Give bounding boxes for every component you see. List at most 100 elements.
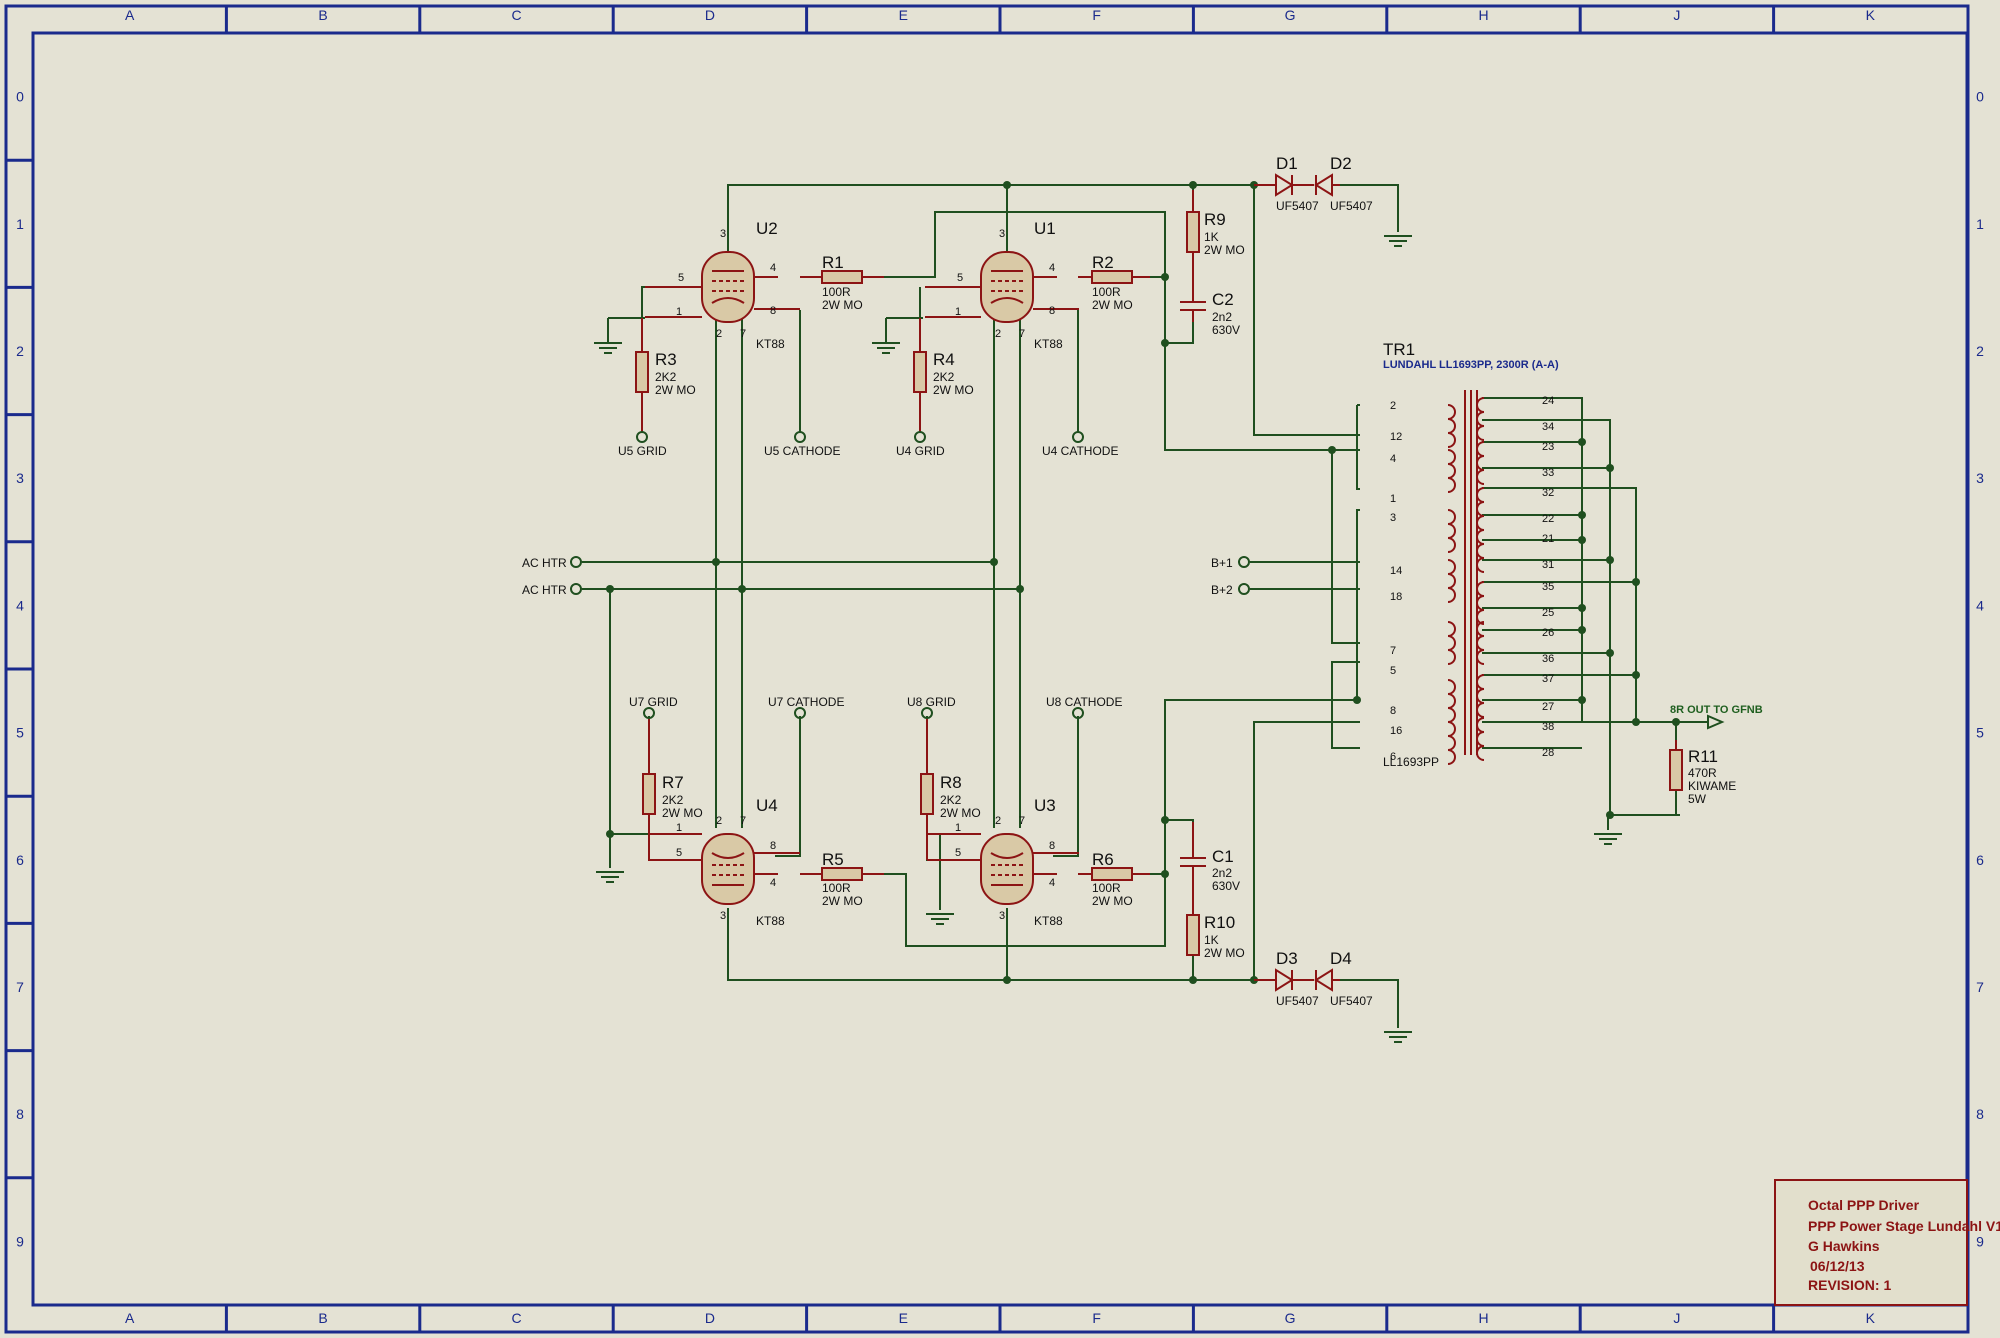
svg-text:B+1: B+1 bbox=[1211, 556, 1233, 570]
svg-text:1K: 1K bbox=[1204, 933, 1219, 947]
terminal-u4-cathode[interactable]: U4 CATHODE bbox=[1042, 431, 1118, 458]
transformer-pin-label: 6 bbox=[1390, 751, 1396, 763]
terminal-u5-cathode[interactable]: U5 CATHODE bbox=[764, 431, 840, 458]
resistor-r3[interactable]: R3 2K2 2W MO bbox=[635, 318, 696, 432]
zone-row-label: 7 bbox=[16, 979, 24, 995]
tube-u2-type: KT88 bbox=[756, 337, 785, 351]
svg-text:KIWAME: KIWAME bbox=[1688, 779, 1736, 793]
zone-column-label: D bbox=[705, 7, 715, 23]
svg-text:2: 2 bbox=[995, 328, 1001, 340]
tube-u2[interactable]: 5 4 8 1 3 2 7 bbox=[645, 228, 800, 340]
terminal-u8-cathode[interactable]: U8 CATHODE bbox=[1046, 695, 1122, 719]
zone-column-label: K bbox=[1866, 1310, 1876, 1326]
terminal-b-plus-1[interactable]: B+1 bbox=[1211, 556, 1250, 570]
svg-text:R1: R1 bbox=[822, 253, 844, 272]
terminal-ac-htr-2[interactable]: AC HTR bbox=[522, 583, 582, 597]
resistor-r5[interactable]: R5 100R 2W MO bbox=[800, 850, 884, 908]
diode-d2[interactable]: D2 UF5407 bbox=[1314, 154, 1373, 213]
svg-text:2K2: 2K2 bbox=[662, 793, 684, 807]
resistor-r10[interactable]: R10 1K 2W MO bbox=[1186, 900, 1245, 960]
transformer-pin-label: 35 bbox=[1542, 581, 1554, 593]
tube-u1[interactable]: 5 4 8 1 3 2 7 bbox=[925, 228, 1079, 340]
svg-text:B+2: B+2 bbox=[1211, 583, 1233, 597]
svg-text:2: 2 bbox=[995, 815, 1001, 827]
svg-text:5W: 5W bbox=[1688, 792, 1707, 806]
transformer-pin-label: 36 bbox=[1542, 653, 1554, 665]
resistor-r11[interactable]: R11 470R KIWAME 5W bbox=[1669, 740, 1736, 806]
title-revision: REVISION: 1 bbox=[1808, 1277, 1891, 1293]
terminal-u7-cathode[interactable]: U7 CATHODE bbox=[768, 695, 844, 719]
svg-text:2W MO: 2W MO bbox=[933, 383, 974, 397]
resistor-r4[interactable]: R4 2K2 2W MO bbox=[913, 318, 974, 432]
svg-text:UF5407: UF5407 bbox=[1276, 199, 1319, 213]
svg-text:R4: R4 bbox=[933, 350, 955, 369]
zone-column-label: A bbox=[125, 7, 135, 23]
zone-column-label: F bbox=[1092, 1310, 1101, 1326]
capacitor-c2[interactable]: C2 2n2 630V bbox=[1180, 252, 1240, 337]
transformer-pin-label: 2 bbox=[1390, 400, 1396, 412]
transformer-pin-label: 7 bbox=[1390, 645, 1396, 657]
zone-row-label: 6 bbox=[16, 852, 24, 868]
zone-row-label: 5 bbox=[1976, 725, 1984, 741]
terminal-b-plus-2[interactable]: B+2 bbox=[1211, 583, 1250, 597]
resistor-r1[interactable]: R1 100R 2W MO bbox=[800, 253, 884, 312]
terminal-output[interactable]: 8R OUT TO GFNB bbox=[1670, 704, 1763, 730]
terminal-u5-grid[interactable]: U5 GRID bbox=[618, 431, 667, 458]
resistor-r9[interactable]: R9 1K 2W MO bbox=[1186, 190, 1245, 257]
terminal-u7-grid[interactable]: U7 GRID bbox=[629, 695, 678, 719]
svg-text:C1: C1 bbox=[1212, 847, 1234, 866]
diode-d1[interactable]: D1 UF5407 bbox=[1254, 154, 1319, 213]
svg-text:UF5407: UF5407 bbox=[1276, 994, 1319, 1008]
svg-text:8R OUT TO GFNB: 8R OUT TO GFNB bbox=[1670, 704, 1763, 716]
terminal-u8-grid[interactable]: U8 GRID bbox=[907, 695, 956, 719]
zone-column-label: E bbox=[899, 7, 908, 23]
svg-text:R7: R7 bbox=[662, 773, 684, 792]
tube-u1-type: KT88 bbox=[1034, 337, 1063, 351]
svg-text:2W MO: 2W MO bbox=[1204, 243, 1245, 257]
transformer-pin-label: 37 bbox=[1542, 673, 1554, 685]
svg-text:2n2: 2n2 bbox=[1212, 866, 1232, 880]
transformer-pin-label: 16 bbox=[1390, 725, 1402, 737]
tube-u4[interactable]: 5 4 8 1 3 2 7 bbox=[648, 815, 800, 922]
capacitor-c1[interactable]: C1 2n2 630V bbox=[1180, 822, 1240, 900]
svg-text:1: 1 bbox=[676, 306, 682, 318]
svg-text:D3: D3 bbox=[1276, 949, 1298, 968]
tube-u3[interactable]: 5 4 8 1 3 2 7 bbox=[927, 815, 1079, 922]
svg-text:D2: D2 bbox=[1330, 154, 1352, 173]
inner-frame bbox=[31, 31, 1969, 1307]
zone-column-label: G bbox=[1285, 7, 1296, 23]
transformer-ref: TR1 bbox=[1383, 340, 1415, 359]
zone-row-label: 1 bbox=[1976, 216, 1984, 232]
resistor-r6[interactable]: R6 100R 2W MO bbox=[1078, 850, 1150, 908]
svg-text:UF5407: UF5407 bbox=[1330, 199, 1373, 213]
diode-d4[interactable]: D4 UF5407 bbox=[1314, 949, 1373, 1008]
svg-text:630V: 630V bbox=[1212, 879, 1240, 893]
zone-row-label: 4 bbox=[16, 597, 24, 613]
resistor-r2[interactable]: R2 100R 2W MO bbox=[1078, 253, 1150, 312]
title-author: G Hawkins bbox=[1808, 1238, 1880, 1254]
svg-text:C2: C2 bbox=[1212, 290, 1234, 309]
svg-text:2n2: 2n2 bbox=[1212, 310, 1232, 324]
resistor-r7[interactable]: R7 2K2 2W MO bbox=[642, 718, 703, 860]
transformer-part: LL1693PP bbox=[1383, 755, 1439, 769]
svg-text:3: 3 bbox=[999, 228, 1005, 240]
zone-column-label: K bbox=[1866, 7, 1876, 23]
svg-text:1K: 1K bbox=[1204, 230, 1219, 244]
svg-text:D4: D4 bbox=[1330, 949, 1352, 968]
resistor-r8[interactable]: R8 2K2 2W MO bbox=[920, 718, 981, 860]
tube-u4-type: KT88 bbox=[756, 914, 785, 928]
svg-text:8: 8 bbox=[1049, 305, 1055, 317]
tube-u3-ref: U3 bbox=[1034, 796, 1056, 815]
zone-row-label: 2 bbox=[1976, 343, 1984, 359]
terminal-ac-htr-1[interactable]: AC HTR bbox=[522, 556, 582, 570]
svg-text:U7 CATHODE: U7 CATHODE bbox=[768, 695, 844, 709]
svg-text:R5: R5 bbox=[822, 850, 844, 869]
svg-text:2W MO: 2W MO bbox=[1204, 946, 1245, 960]
junction-dots bbox=[606, 181, 1680, 984]
terminal-u4-grid[interactable]: U4 GRID bbox=[896, 431, 945, 458]
svg-text:R3: R3 bbox=[655, 350, 677, 369]
svg-text:4: 4 bbox=[1049, 262, 1055, 274]
diode-d3[interactable]: D3 UF5407 bbox=[1254, 949, 1319, 1008]
